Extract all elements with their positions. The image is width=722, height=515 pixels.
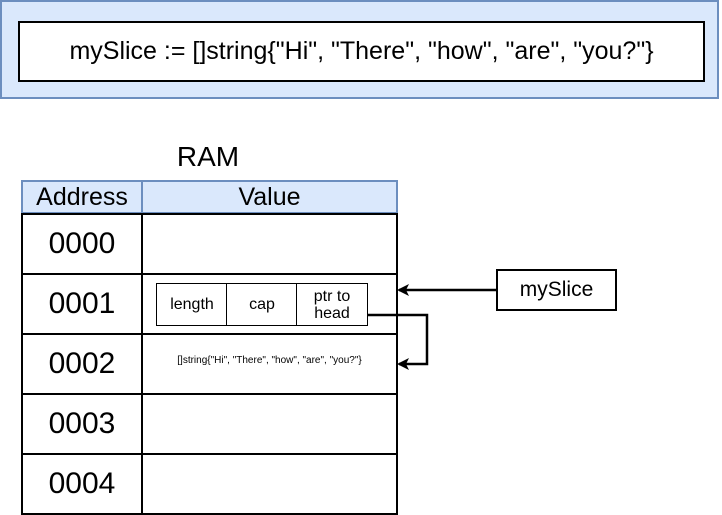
ptr-to-head-arrow	[367, 313, 429, 370]
value-cell-0004	[141, 453, 398, 515]
slice-field-cap: cap	[226, 283, 298, 326]
code-panel: mySlice := []string{"Hi", "There", "how"…	[0, 0, 719, 99]
myslice-variable-box: mySlice	[496, 269, 617, 311]
backing-array-text: []string{"Hi", "There", "how", "are", "y…	[177, 355, 362, 366]
slice-field-length: length	[156, 283, 228, 326]
value-header: Value	[141, 180, 398, 214]
value-cell-0003	[141, 393, 398, 455]
address-cell-0000: 0000	[21, 213, 143, 275]
address-cell-0004: 0004	[21, 453, 143, 515]
code-line: mySlice := []string{"Hi", "There", "how"…	[18, 21, 705, 82]
slice-field-ptr: ptr to head	[296, 283, 368, 326]
value-cell-0000	[141, 213, 398, 275]
address-header: Address	[21, 180, 143, 214]
ram-title: RAM	[176, 141, 240, 172]
